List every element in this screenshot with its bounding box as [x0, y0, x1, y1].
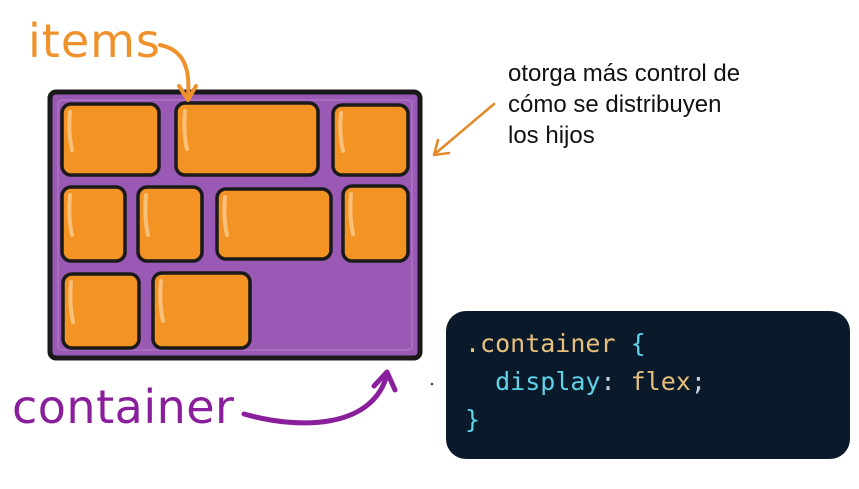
- flex-item: [331, 103, 410, 177]
- flex-item: [151, 271, 252, 350]
- code-line-declaration: display: flex;: [465, 363, 850, 401]
- container-label: container: [12, 380, 235, 434]
- flex-item: [174, 101, 320, 177]
- flex-container-highlight: [57, 99, 413, 351]
- code-open-brace: {: [630, 329, 646, 358]
- flex-item: [136, 185, 204, 263]
- note-arrow: [434, 102, 496, 155]
- code-selector: .container: [465, 329, 616, 358]
- annotation-note: otorga más control de cómo se distribuye…: [508, 58, 808, 151]
- code-semicolon: ;: [690, 367, 706, 396]
- code-property: display: [495, 367, 601, 396]
- container-arrow: [241, 375, 389, 426]
- flex-item: [60, 185, 127, 263]
- code-close-brace: }: [465, 405, 481, 434]
- items-arrowhead: [177, 84, 198, 102]
- flex-item: [61, 272, 141, 350]
- stray-dot: [430, 382, 434, 386]
- flex-item: [215, 187, 333, 261]
- code-line-close: }: [465, 401, 850, 439]
- items-label: items: [28, 14, 161, 68]
- container-arrowhead: [371, 369, 398, 393]
- note-arrowhead: [432, 138, 451, 157]
- note-line: otorga más control de: [508, 60, 741, 87]
- flex-item: [60, 102, 161, 177]
- note-line: cómo se distribuyen: [508, 91, 722, 118]
- note-line: los hijos: [508, 122, 595, 149]
- css-code-block: .container { display: flex;}: [446, 311, 850, 459]
- items-arrow: [158, 43, 191, 98]
- code-colon: :: [600, 367, 616, 396]
- code-value: flex: [630, 367, 691, 396]
- code-line-selector: .container {: [465, 325, 850, 363]
- flex-item: [341, 184, 410, 263]
